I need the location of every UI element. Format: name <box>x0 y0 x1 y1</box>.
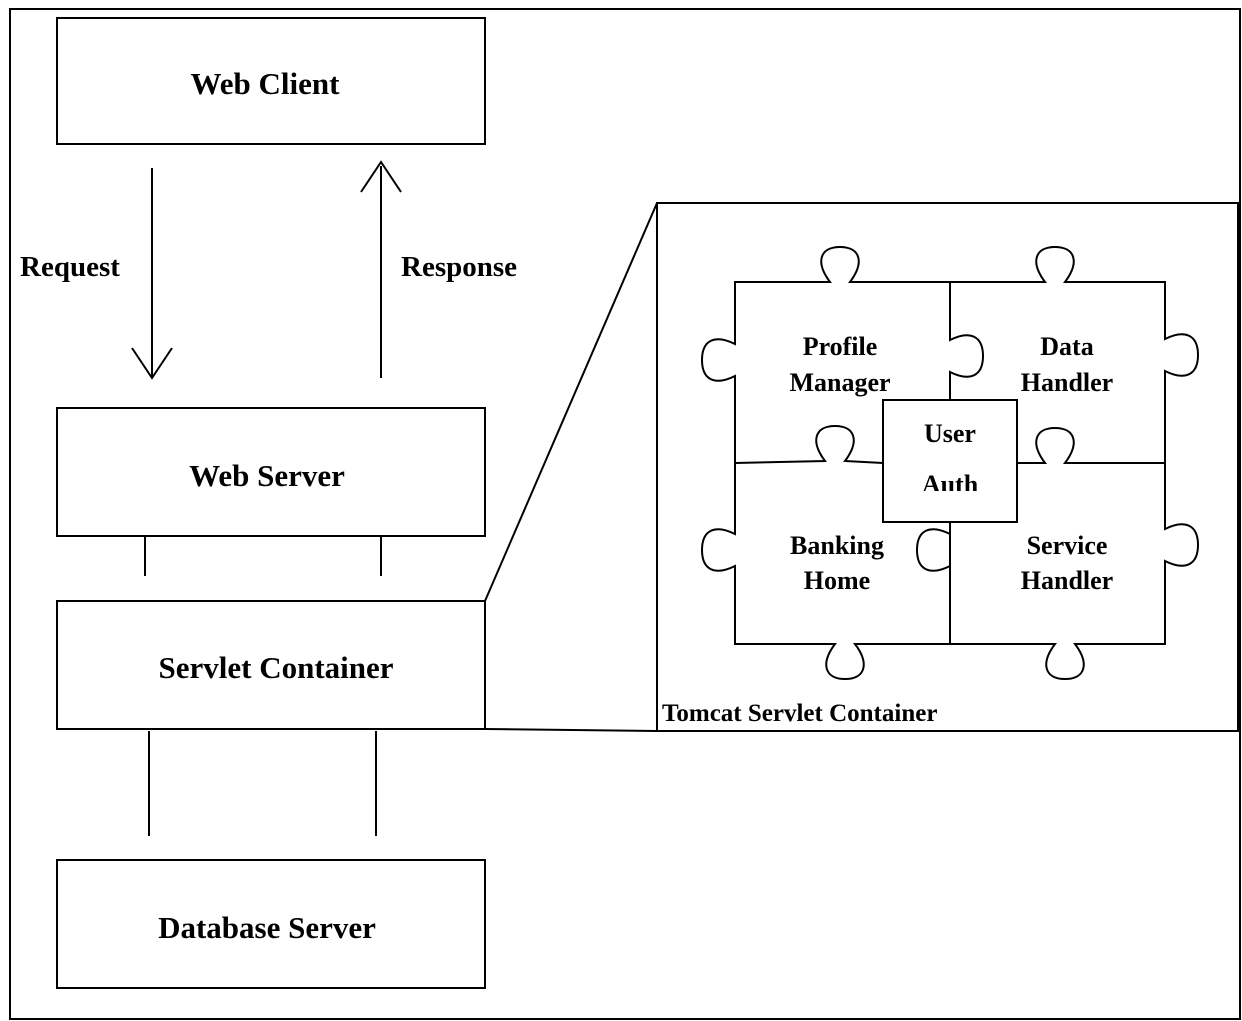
service-handler-line2: Handler <box>1021 566 1113 595</box>
service-handler-line1: Service <box>1027 531 1108 560</box>
web-server-box: Web Server <box>56 407 486 537</box>
banking-home-line1: Banking <box>790 531 884 560</box>
user-auth-line2: Auth <box>922 470 979 499</box>
servlet-container-label: Servlet Container <box>158 650 393 685</box>
user-auth-box: User Auth <box>882 399 1018 523</box>
user-auth-line1: User <box>924 419 976 448</box>
response-arrow <box>360 160 402 378</box>
puzzle-piece-profile-manager: Profile Manager <box>789 332 890 397</box>
zoom-line-bottom <box>484 728 658 732</box>
web-client-box: Web Client <box>56 17 486 145</box>
request-arrow <box>131 168 173 380</box>
puzzle-outline <box>700 245 1200 681</box>
puzzle-tab-service <box>915 528 951 572</box>
puzzle-piece-data-handler: Data Handler <box>1021 332 1113 397</box>
tomcat-container-title: Tomcat Servlet Container <box>662 700 937 727</box>
diagram-frame <box>9 8 1241 1020</box>
puzzle-piece-service-handler: Service Handler <box>1021 531 1113 595</box>
zoom-line-top <box>484 202 658 602</box>
database-server-box: Database Server <box>56 859 486 989</box>
data-handler-line2: Handler <box>1021 368 1113 397</box>
puzzle-grid <box>700 245 1200 681</box>
profile-manager-line1: Profile <box>803 332 878 361</box>
puzzle-divider-top <box>949 282 985 400</box>
database-server-label: Database Server <box>158 910 376 945</box>
puzzle-divider-left <box>734 424 884 464</box>
profile-manager-line2: Manager <box>789 368 890 397</box>
puzzle-divider-right <box>1017 426 1165 464</box>
web-server-label: Web Server <box>189 458 345 493</box>
web-client-label: Web Client <box>191 66 341 101</box>
response-label: Response <box>401 251 517 283</box>
banking-home-line2: Home <box>804 566 870 595</box>
data-handler-line1: Data <box>1040 332 1093 361</box>
puzzle-piece-banking-home: Banking Home <box>790 531 884 595</box>
request-label: Request <box>20 251 120 283</box>
servlet-container-box: Servlet Container <box>56 600 486 730</box>
